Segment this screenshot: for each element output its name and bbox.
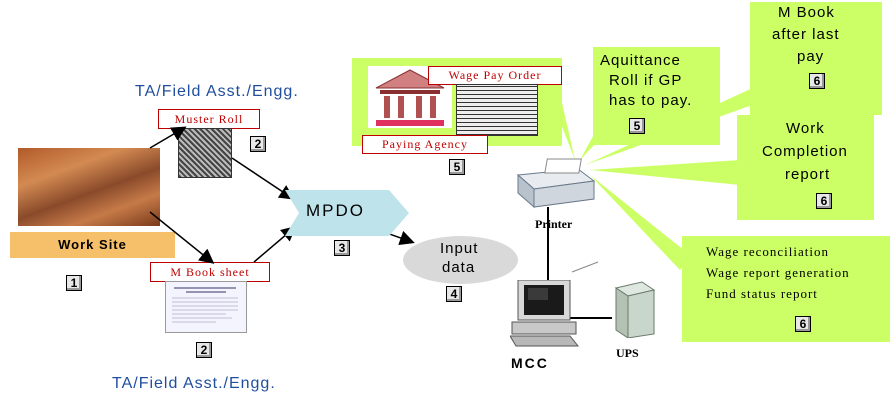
m-book-sheet-document bbox=[165, 281, 247, 333]
step-number-work-completion: 6 bbox=[816, 193, 832, 209]
arrow-muster-mpdo bbox=[231, 157, 295, 200]
acquittance-callout bbox=[593, 47, 720, 145]
work-site-label: Work Site bbox=[10, 232, 175, 258]
input-data-line2: data bbox=[442, 259, 476, 276]
step-number-work-site: 1 bbox=[66, 275, 82, 291]
step-number-m-book-after: 6 bbox=[809, 73, 825, 89]
input-data-line1: Input bbox=[440, 240, 479, 257]
wage-pay-order-document bbox=[456, 84, 538, 136]
step-number-m-book-sheet: 2 bbox=[196, 342, 212, 358]
arrow-worksite-mbook bbox=[149, 211, 215, 264]
ups-icon bbox=[612, 280, 656, 339]
mpdo-arrow-shape bbox=[285, 190, 409, 236]
arrow-worksite-muster bbox=[149, 126, 187, 149]
step-number-muster-roll: 2 bbox=[250, 136, 266, 152]
work-completion-line2: Completion bbox=[762, 143, 848, 160]
computer-icon bbox=[509, 279, 580, 348]
ta-label-top: TA/Field Asst./Engg. bbox=[135, 83, 299, 100]
computer-shape bbox=[509, 279, 580, 347]
reports-line3: Fund status report bbox=[706, 286, 818, 301]
ta-label-bottom: TA/Field Asst./Engg. bbox=[112, 375, 276, 392]
muster-roll-document bbox=[178, 128, 232, 178]
paying-agency-label: Paying Agency bbox=[362, 135, 488, 154]
m-book-after-line1: M Book bbox=[778, 4, 835, 21]
ups-shape bbox=[614, 281, 656, 339]
ups-label: UPS bbox=[616, 346, 639, 360]
acquittance-line1: Aquittance bbox=[600, 52, 681, 69]
m-book-lines bbox=[172, 287, 238, 323]
acquittance-line2: Roll if GP bbox=[609, 72, 683, 89]
step-number-input-data: 4 bbox=[446, 286, 462, 302]
mcc-label: MCC bbox=[511, 355, 549, 371]
ray-work-completion bbox=[590, 160, 740, 185]
m-book-after-callout bbox=[750, 2, 882, 115]
reports-line1: Wage reconciliation bbox=[706, 244, 829, 259]
input-data-ellipse bbox=[403, 236, 518, 284]
m-book-after-line2: after last bbox=[772, 26, 840, 43]
step-number-reports: 6 bbox=[795, 316, 811, 332]
cable-tick bbox=[571, 261, 599, 273]
mpdo-label: MPDO bbox=[306, 201, 365, 220]
wage-pay-order-label: Wage Pay Order bbox=[428, 66, 562, 85]
ray-reports bbox=[590, 175, 690, 270]
work-completion-callout bbox=[737, 115, 874, 220]
m-book-after-line3: pay bbox=[797, 48, 825, 65]
acquittance-line3: has to pay. bbox=[609, 92, 693, 109]
step-number-mpdo: 3 bbox=[334, 240, 350, 256]
step-number-paying-agency: 5 bbox=[449, 159, 465, 175]
work-completion-line1: Work bbox=[786, 120, 825, 137]
work-completion-line3: report bbox=[785, 166, 831, 183]
printer-icon bbox=[508, 155, 598, 209]
work-site-photo bbox=[18, 148, 160, 226]
printer-shape bbox=[516, 158, 596, 209]
step-number-acquittance: 5 bbox=[629, 118, 645, 134]
reports-callout bbox=[682, 236, 890, 342]
reports-line2: Wage report generation bbox=[706, 265, 850, 280]
printer-label: Printer bbox=[535, 217, 573, 231]
